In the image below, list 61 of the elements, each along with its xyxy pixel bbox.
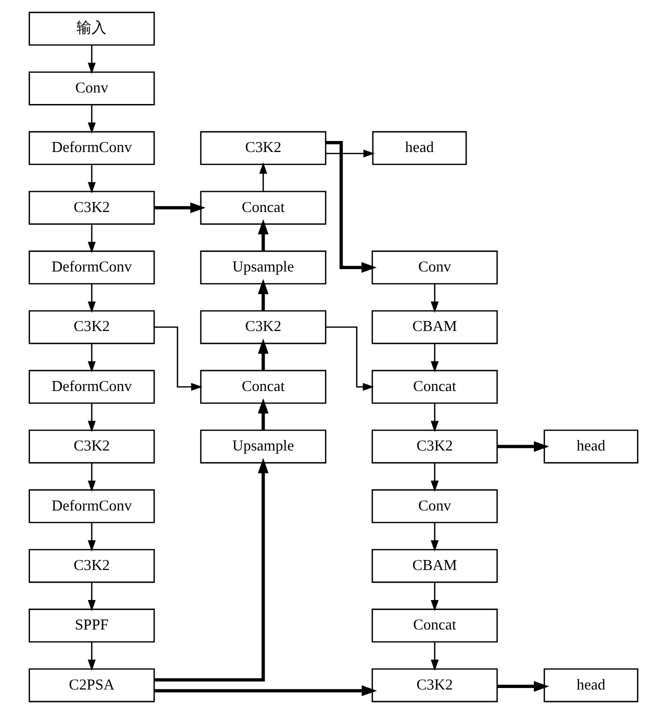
arrow: [154, 326, 202, 391]
arrow: [257, 278, 268, 311]
arrow: [87, 403, 96, 432]
arrow: [257, 338, 268, 371]
arrow: [430, 284, 438, 313]
arrow: [430, 343, 438, 373]
node-box: head: [543, 430, 638, 464]
node-box: DeformConv: [28, 370, 154, 404]
arrow: [87, 45, 96, 74]
arrow: [87, 104, 96, 134]
arrow: [430, 522, 438, 552]
node-box: Upsample: [200, 250, 326, 284]
node-box: Concat: [200, 190, 326, 225]
arrow: [430, 582, 438, 612]
arrow: [154, 202, 206, 214]
node-box: head: [543, 668, 638, 702]
node-box: Conv: [371, 489, 498, 524]
node-box: CBAM: [371, 310, 498, 344]
node-box: C3K2: [371, 430, 498, 464]
arrow: [258, 162, 267, 192]
arrow: [87, 343, 96, 373]
node-box: DeformConv: [28, 489, 154, 524]
node-box: C2PSA: [28, 668, 154, 702]
node-box: C3K2: [28, 430, 154, 464]
arrow: [87, 224, 96, 254]
arrow: [496, 681, 549, 692]
arrow: [326, 326, 374, 391]
arrow: [87, 582, 96, 612]
node-box: Conv: [28, 71, 154, 106]
arrow: [87, 522, 96, 552]
node-box: Conv: [371, 250, 498, 284]
node-box: C3K2: [371, 668, 498, 702]
node-box: Concat: [371, 608, 498, 643]
node-box: C3K2: [200, 131, 326, 165]
arrow: [154, 458, 268, 682]
arrow: [257, 219, 268, 252]
node-box: Concat: [371, 370, 498, 404]
node-box: SPPF: [28, 608, 154, 643]
arrow: [87, 164, 96, 194]
arrow: [430, 403, 438, 432]
arrow: [154, 685, 376, 696]
node-box: head: [372, 131, 466, 165]
node-box: C3K2: [200, 310, 326, 344]
arrow: [430, 642, 438, 671]
node-box: CBAM: [371, 549, 498, 583]
arrow: [257, 398, 268, 430]
node-box: Concat: [200, 370, 326, 404]
arrow: [325, 150, 374, 158]
node-box: C3K2: [28, 310, 154, 344]
node-box: Upsample: [200, 430, 326, 464]
arrow: [87, 284, 96, 313]
arrow: [325, 141, 376, 273]
arrow: [496, 441, 549, 452]
node-box: C3K2: [28, 549, 154, 583]
arrow: [87, 642, 96, 671]
node-box: 输入: [28, 12, 154, 46]
node-box: DeformConv: [28, 131, 154, 165]
node-box: DeformConv: [28, 250, 154, 284]
arrow: [430, 462, 438, 492]
node-box: C3K2: [28, 190, 154, 225]
arrow: [87, 462, 96, 492]
